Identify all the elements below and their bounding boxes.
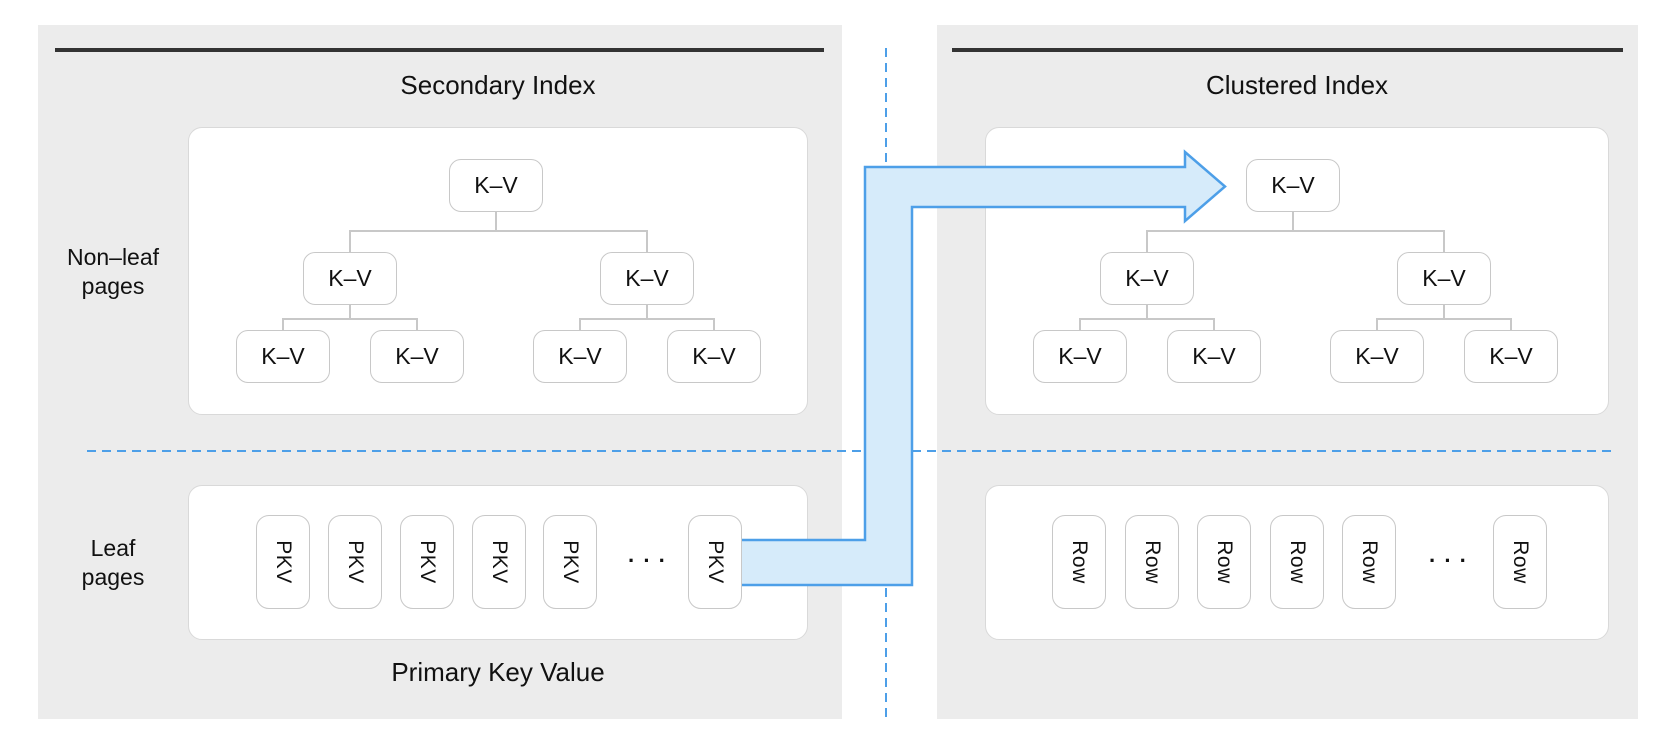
clustered-tree-node: K–V xyxy=(1100,252,1194,305)
connector xyxy=(579,318,581,330)
pkv-leaf-cell: PKV xyxy=(543,515,597,609)
row-leaf-cell: Row xyxy=(1493,515,1547,609)
connector xyxy=(349,230,647,232)
secondary-tree-node: K–V xyxy=(600,252,694,305)
connector xyxy=(1510,318,1512,330)
connector xyxy=(1376,318,1378,330)
connector xyxy=(1146,230,1148,252)
clustered-tree-node: K–V xyxy=(1330,330,1424,383)
pkv-leaf-cell: PKV xyxy=(256,515,310,609)
leaf-pages-label-line1: Leaf xyxy=(90,535,136,561)
row-leaf-cell: Row xyxy=(1052,515,1106,609)
ellipsis-dots: ··· xyxy=(1429,548,1475,573)
secondary-tree-node: K–V xyxy=(370,330,464,383)
pkv-leaf-cell: PKV xyxy=(688,515,742,609)
ellipsis-dots: ··· xyxy=(628,548,674,573)
connector xyxy=(1146,304,1148,319)
non-leaf-pages-label: Non–leaf pages xyxy=(38,243,188,301)
leaf-pages-label: Leaf pages xyxy=(38,534,188,592)
connector xyxy=(1079,318,1215,320)
non-leaf-pages-label-line1: Non–leaf xyxy=(66,244,160,270)
secondary-tree-node: K–V xyxy=(236,330,330,383)
clustered-tree-node: K–V xyxy=(1033,330,1127,383)
secondary-tree-node: K–V xyxy=(303,252,397,305)
connector xyxy=(646,304,648,319)
secondary-tree-node: K–V xyxy=(667,330,761,383)
connector xyxy=(713,318,715,330)
clustered-tree-root-node: K–V xyxy=(1246,159,1340,212)
connector xyxy=(349,304,351,319)
connector xyxy=(416,318,418,330)
connector xyxy=(349,230,351,252)
row-leaf-cell: Row xyxy=(1125,515,1179,609)
primary-key-value-caption: Primary Key Value xyxy=(391,657,605,687)
connector xyxy=(1443,304,1445,319)
secondary-header-rule xyxy=(55,48,824,52)
row-leaf-cell: Row xyxy=(1270,515,1324,609)
connector xyxy=(1443,230,1445,252)
clustered-tree-node: K–V xyxy=(1397,252,1491,305)
connector xyxy=(282,318,284,330)
connector xyxy=(1376,318,1512,320)
pkv-leaf-cell: PKV xyxy=(328,515,382,609)
connector xyxy=(1213,318,1215,330)
connector xyxy=(1146,230,1444,232)
clustered-tree-node: K–V xyxy=(1167,330,1261,383)
connector xyxy=(1079,318,1081,330)
pkv-leaf-cell: PKV xyxy=(472,515,526,609)
secondary-tree-root-node: K–V xyxy=(449,159,543,212)
row-leaf-cell: Row xyxy=(1342,515,1396,609)
connector xyxy=(1292,212,1294,231)
leaf-pages-label-line2: pages xyxy=(81,564,145,590)
connector xyxy=(282,318,418,320)
connector xyxy=(579,318,715,320)
clustered-index-title: Clustered Index xyxy=(1205,70,1389,100)
clustered-tree-node: K–V xyxy=(1464,330,1558,383)
row-leaf-cell: Row xyxy=(1197,515,1251,609)
secondary-index-title: Secondary Index xyxy=(400,70,596,100)
pkv-leaf-cell: PKV xyxy=(400,515,454,609)
clustered-header-rule xyxy=(952,48,1623,52)
connector xyxy=(495,212,497,231)
non-leaf-pages-label-line2: pages xyxy=(81,273,145,299)
secondary-tree-node: K–V xyxy=(533,330,627,383)
connector xyxy=(646,230,648,252)
